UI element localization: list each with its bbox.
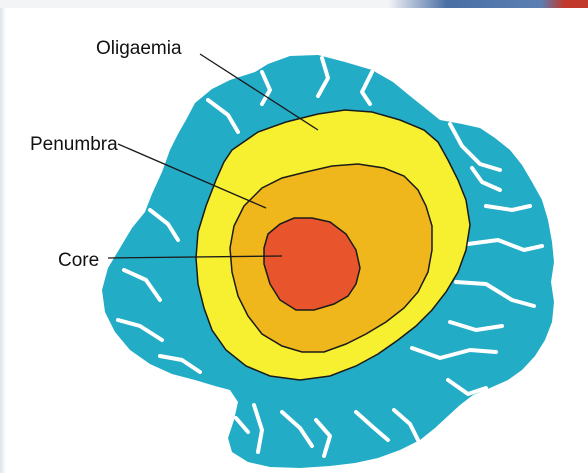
penumbra-label: Penumbra <box>30 134 118 155</box>
core-label: Core <box>58 250 99 271</box>
oligaemia-label: Oligaemia <box>96 38 182 59</box>
